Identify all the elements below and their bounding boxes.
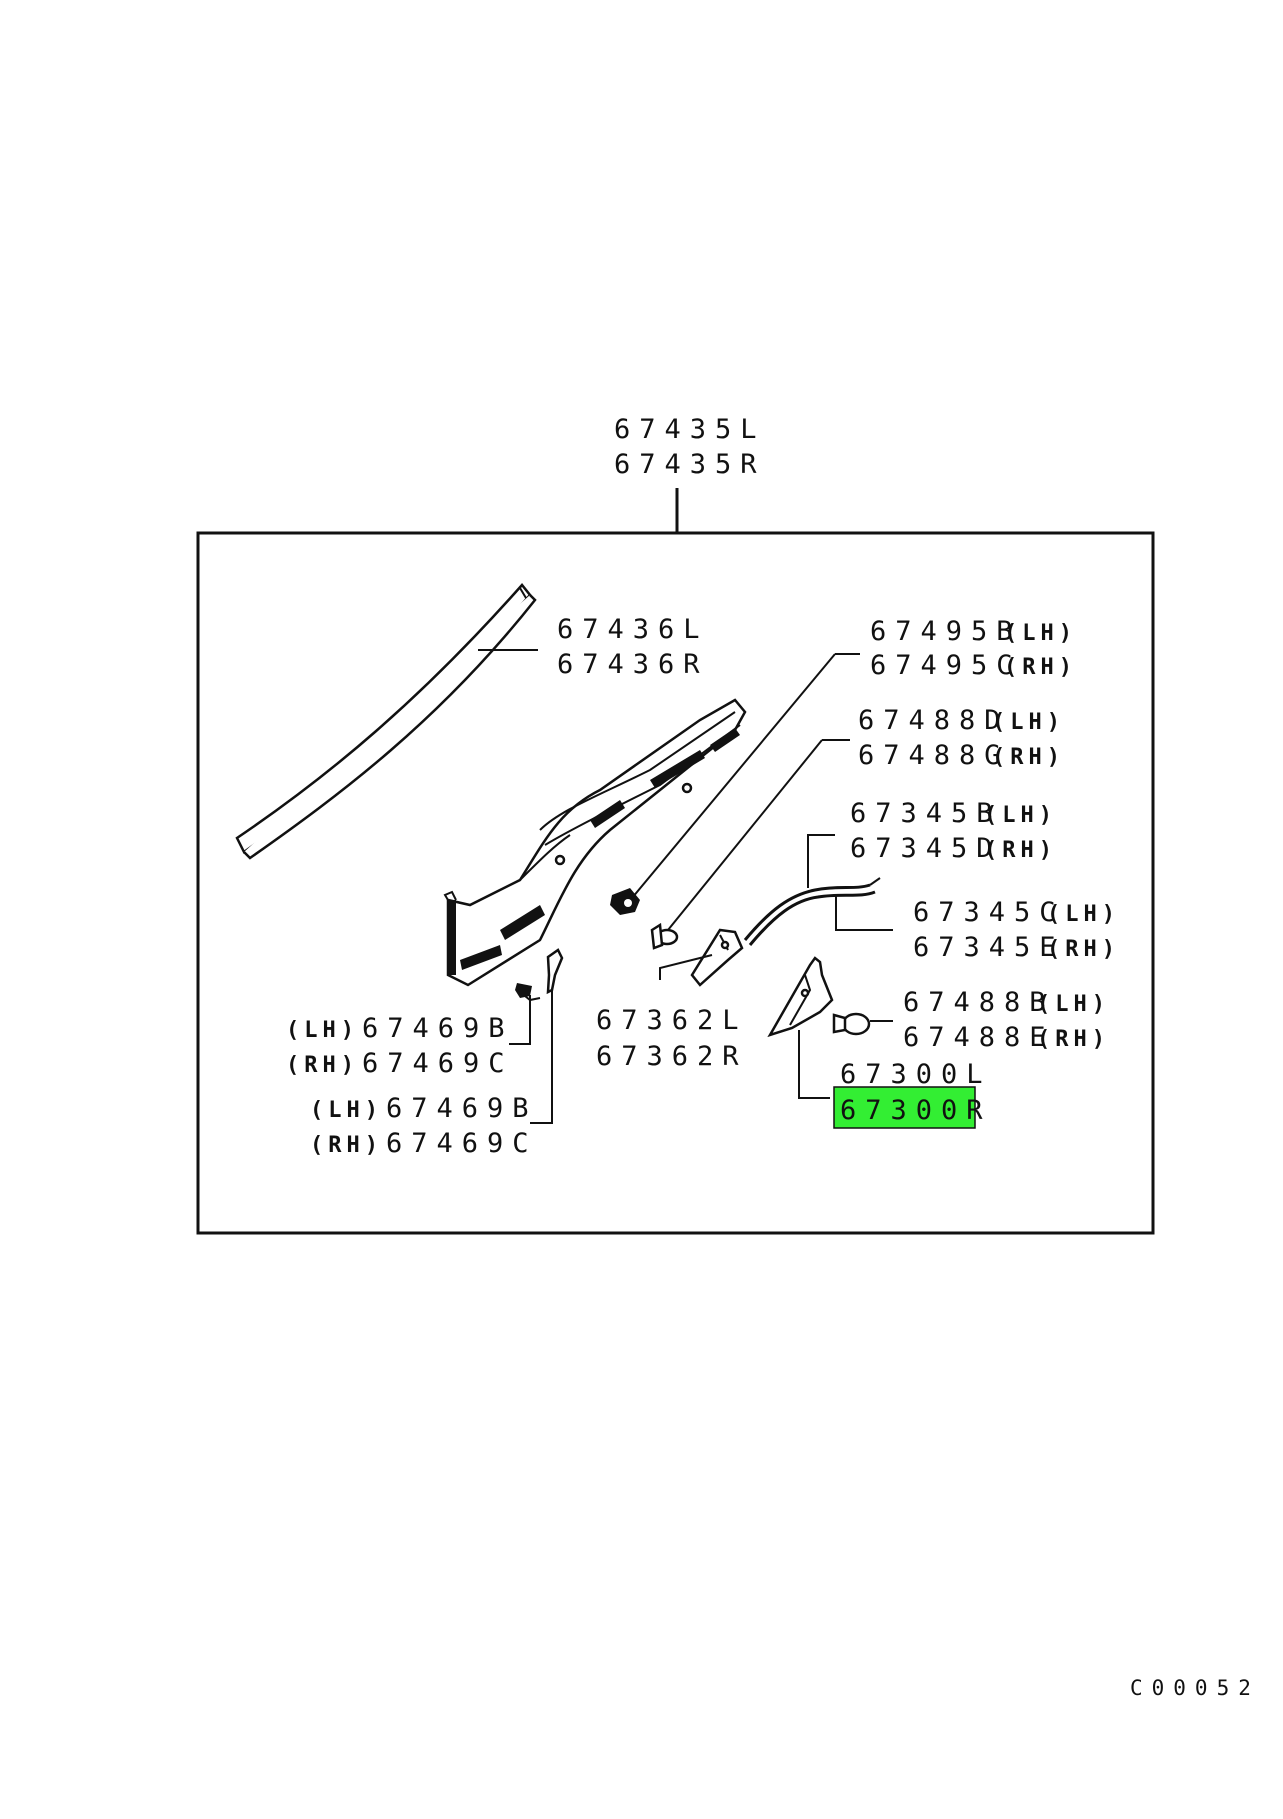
leader-67345-lower (835, 895, 893, 931)
highlight-67300R[interactable] (833, 1086, 976, 1129)
callout-67345-lower-line1-code[interactable]: 67345C (913, 897, 1065, 928)
leader-67469-lower (530, 990, 553, 1124)
callout-67435-line1[interactable]: 67435L (614, 414, 766, 445)
callout-67469-upper-line2-side: (RH) (286, 1053, 359, 1078)
callout-67495-line1-side: (LH) (1004, 621, 1077, 646)
callout-67488-lower-line2-code[interactable]: 67488E (903, 1022, 1055, 1053)
callout-67362-line1[interactable]: 67362L (596, 1005, 748, 1036)
clip-upper-part[interactable] (650, 922, 679, 950)
windshield-molding-part[interactable] (235, 583, 537, 860)
callout-67345-upper-line2-side: (RH) (984, 838, 1057, 863)
callout-67435-line2[interactable]: 67435R (614, 449, 766, 480)
callout-67469-upper-line2-code[interactable]: 67469C (362, 1048, 514, 1079)
fastener-clip-part[interactable] (515, 983, 541, 1002)
callout-67495-line2-side: (RH) (1004, 655, 1077, 680)
cover-part[interactable] (767, 956, 834, 1038)
callout-67495-line1-code[interactable]: 67495B (870, 616, 1022, 647)
callout-67469-lower-line2-side: (RH) (310, 1133, 383, 1158)
callout-67469-upper-line1-side: (LH) (286, 1018, 359, 1043)
pillar-trim-assembly-part[interactable] (443, 698, 747, 987)
callout-67488-upper-line2-code[interactable]: 67488G (858, 740, 1010, 771)
wire-harness-part[interactable] (743, 877, 881, 946)
callout-67345-lower-line2-side: (RH) (1047, 937, 1120, 962)
leader-67300 (798, 1030, 830, 1099)
leader-67469-upper (509, 995, 531, 1045)
callout-67488-upper-line1-side: (LH) (992, 710, 1065, 735)
clip-lower-part[interactable] (832, 1012, 871, 1036)
callout-67488-upper-line2-side: (RH) (992, 745, 1065, 770)
callout-67345-lower-line2-code[interactable]: 67345E (913, 932, 1065, 963)
leader-67488-upper (667, 739, 823, 931)
callout-67469-upper-line1-code[interactable]: 67469B (362, 1013, 514, 1044)
callout-67488-lower-line1-side: (LH) (1037, 992, 1110, 1017)
callout-67469-lower-line1-code[interactable]: 67469B (386, 1093, 538, 1124)
reference-code: C00052 (1130, 1676, 1260, 1700)
callout-67345-upper-line1-code[interactable]: 67345B (850, 798, 1002, 829)
callout-67300-line1[interactable]: 67300L (840, 1059, 992, 1090)
callout-67495-line2-code[interactable]: 67495C (870, 650, 1022, 681)
callout-67362-line2[interactable]: 67362R (596, 1041, 748, 1072)
leader-67362 (659, 954, 713, 980)
callout-67345-upper-line2-code[interactable]: 67345D (850, 833, 1002, 864)
callout-67300-line2[interactable]: 67300R (840, 1095, 992, 1126)
callout-67488-upper-line1-code[interactable]: 67488D (858, 705, 1010, 736)
callout-67469-lower-line1-side: (LH) (310, 1098, 383, 1123)
callout-67436-line2[interactable]: 67436R (557, 649, 709, 680)
callout-67488-lower-line1-code[interactable]: 67488B (903, 987, 1055, 1018)
grommet-part[interactable] (610, 888, 640, 915)
leader-67345-upper (807, 834, 835, 888)
leader-67495 (631, 653, 836, 899)
callout-67436-line1[interactable]: 67436L (557, 614, 709, 645)
callout-67469-lower-line2-code[interactable]: 67469C (386, 1128, 538, 1159)
callout-67345-lower-line1-side: (LH) (1047, 902, 1120, 927)
bracket-part[interactable] (690, 928, 744, 987)
callout-67488-lower-line2-side: (RH) (1037, 1027, 1110, 1052)
fastener-pin-part[interactable] (546, 948, 564, 995)
callout-67345-upper-line1-side: (LH) (984, 803, 1057, 828)
